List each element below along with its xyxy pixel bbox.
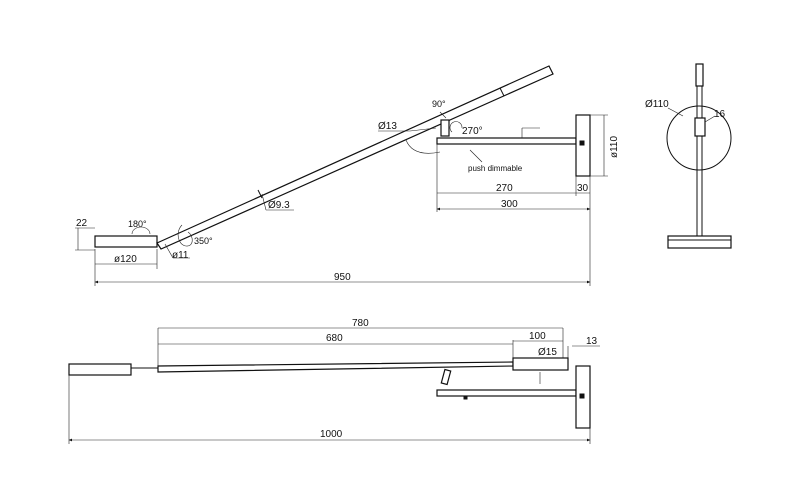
dim-270deg: 270° (462, 126, 483, 137)
dim-D110-front: Ø110 (645, 99, 669, 110)
dim-100: 100 (529, 331, 546, 342)
front-head (695, 63, 704, 87)
dim-950: 950 (334, 272, 351, 283)
front-wall-plate (666, 105, 732, 171)
dim-d110-side: ø110 (609, 136, 620, 158)
folded-view: 780 680 100 Ø15 13 1000 (68, 318, 600, 444)
dim-d93: Ø9.3 (268, 200, 290, 211)
joint-block (440, 119, 450, 137)
dim-680: 680 (326, 333, 343, 344)
dim-d11: ø11 (172, 250, 189, 261)
dim-780: 780 (352, 318, 369, 329)
note-push-dimmable: push dimmable (468, 164, 523, 173)
base-plate (94, 235, 158, 248)
dim-13: 13 (586, 336, 598, 347)
diagonal-arm (156, 65, 554, 250)
dim-1000: 1000 (320, 429, 343, 440)
dim-22: 22 (76, 218, 88, 229)
folded-wall-arm (436, 389, 577, 397)
dim-180deg: 180° (128, 219, 147, 229)
dim-90deg: 90° (432, 99, 446, 109)
dim-30: 30 (577, 183, 589, 194)
dim-300: 300 (501, 199, 518, 210)
folded-head (68, 363, 132, 376)
front-base (667, 235, 732, 249)
folded-arm (157, 361, 514, 373)
wall-arm (436, 137, 577, 145)
front-view: Ø110 16 (645, 63, 732, 249)
folded-counterweight (512, 357, 569, 371)
side-view: 22 180° 350° ø11 Ø9.3 ø120 Ø13 90° 270° (75, 65, 620, 286)
dim-d13: Ø13 (378, 121, 397, 132)
dim-270: 270 (496, 183, 513, 194)
dim-d120: ø120 (114, 254, 137, 265)
dim-350deg: 350° (194, 236, 213, 246)
dim-16: 16 (714, 109, 726, 120)
dim-D15: Ø15 (538, 347, 557, 358)
